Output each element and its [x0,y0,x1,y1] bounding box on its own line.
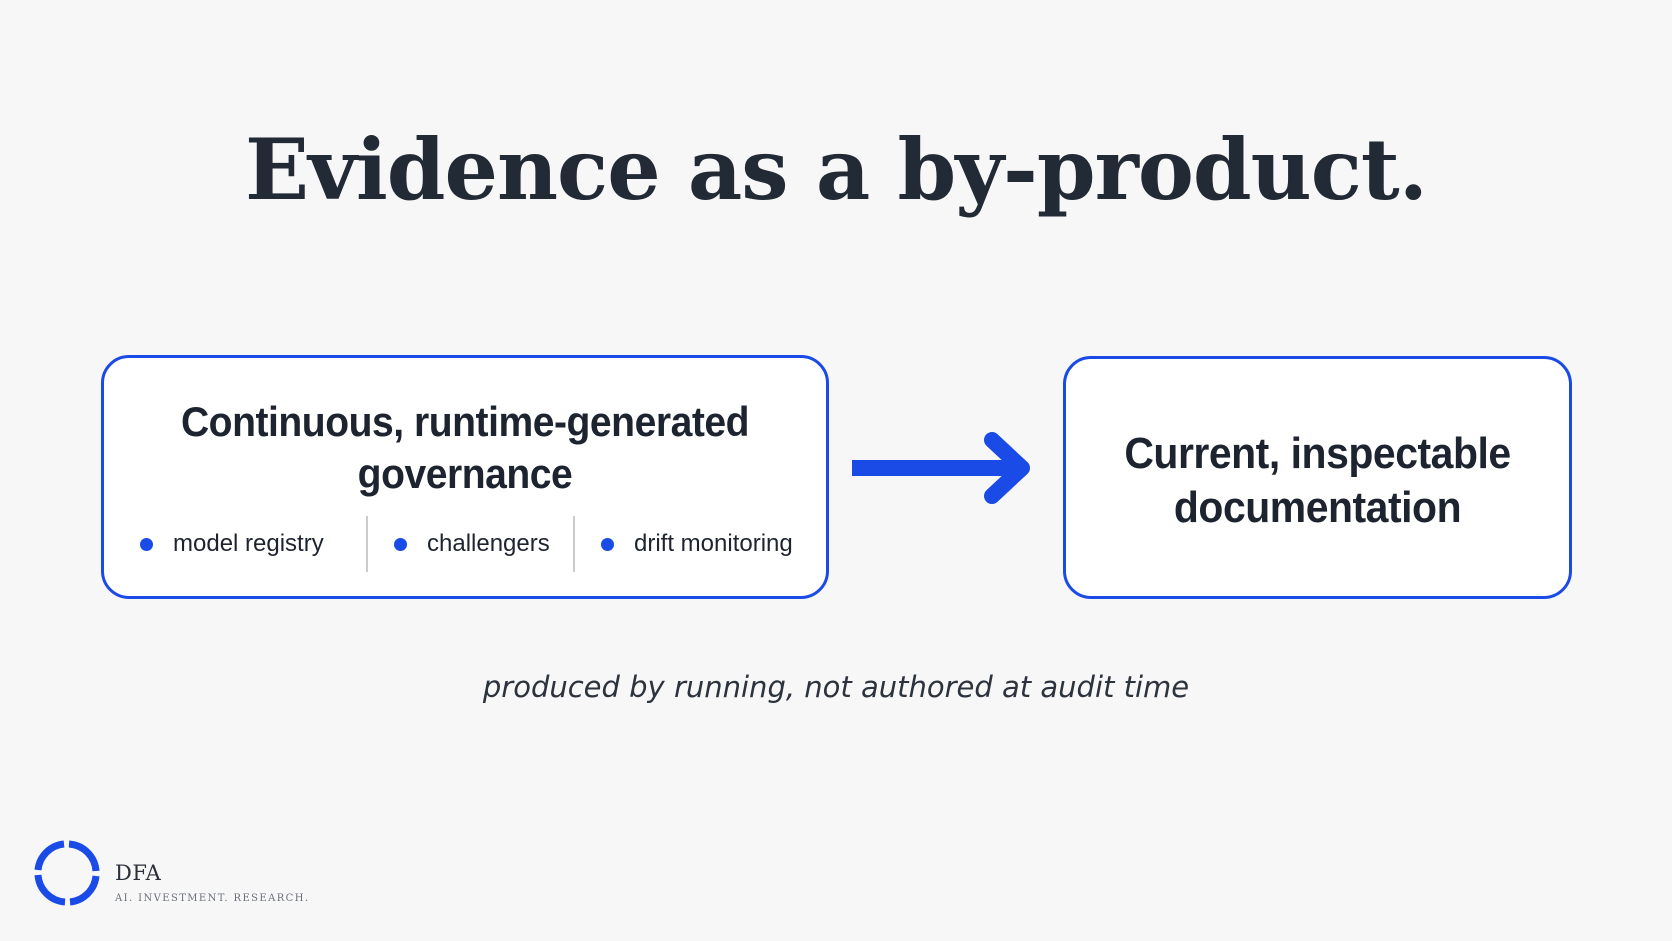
source-heading-line-2: governance [357,450,573,497]
target-box: Current, inspectable documentation [1063,356,1572,599]
bullet-label: model registry [173,530,324,557]
source-box: Continuous, runtime-generated governance… [101,355,829,599]
bullet-item-drift-monitoring: drift monitoring [601,516,793,572]
bullet-dot-icon [394,537,407,551]
brand-name: DFA [115,861,162,885]
target-heading-line-1: Current, inspectable [1124,429,1511,478]
source-heading-line-1: Continuous, runtime-generated [180,398,750,445]
bullet-divider [366,516,368,572]
bullet-dot-icon [601,537,614,551]
right-arrow-icon [852,432,1030,504]
bullet-dot-icon [140,537,153,551]
slide-title: Evidence as a by-product. [245,120,1428,219]
bullet-item-challengers: challengers [394,516,550,572]
brand-tagline: AI. INVESTMENT. RESEARCH. [115,893,310,904]
target-heading: Current, inspectable documentation [1084,427,1552,535]
bullet-divider [573,516,575,572]
source-heading: Continuous, runtime-generated governance [129,396,800,500]
bullet-item-model-registry: model registry [140,516,324,572]
target-heading-line-2: documentation [1173,483,1462,532]
slide-caption: produced by running, not authored at aud… [482,670,1190,704]
source-bullet-list: model registry challengers drift monitor… [104,516,826,572]
ring-logo-icon [34,840,100,906]
bullet-label: drift monitoring [634,530,793,557]
bullet-label: challengers [427,530,550,557]
